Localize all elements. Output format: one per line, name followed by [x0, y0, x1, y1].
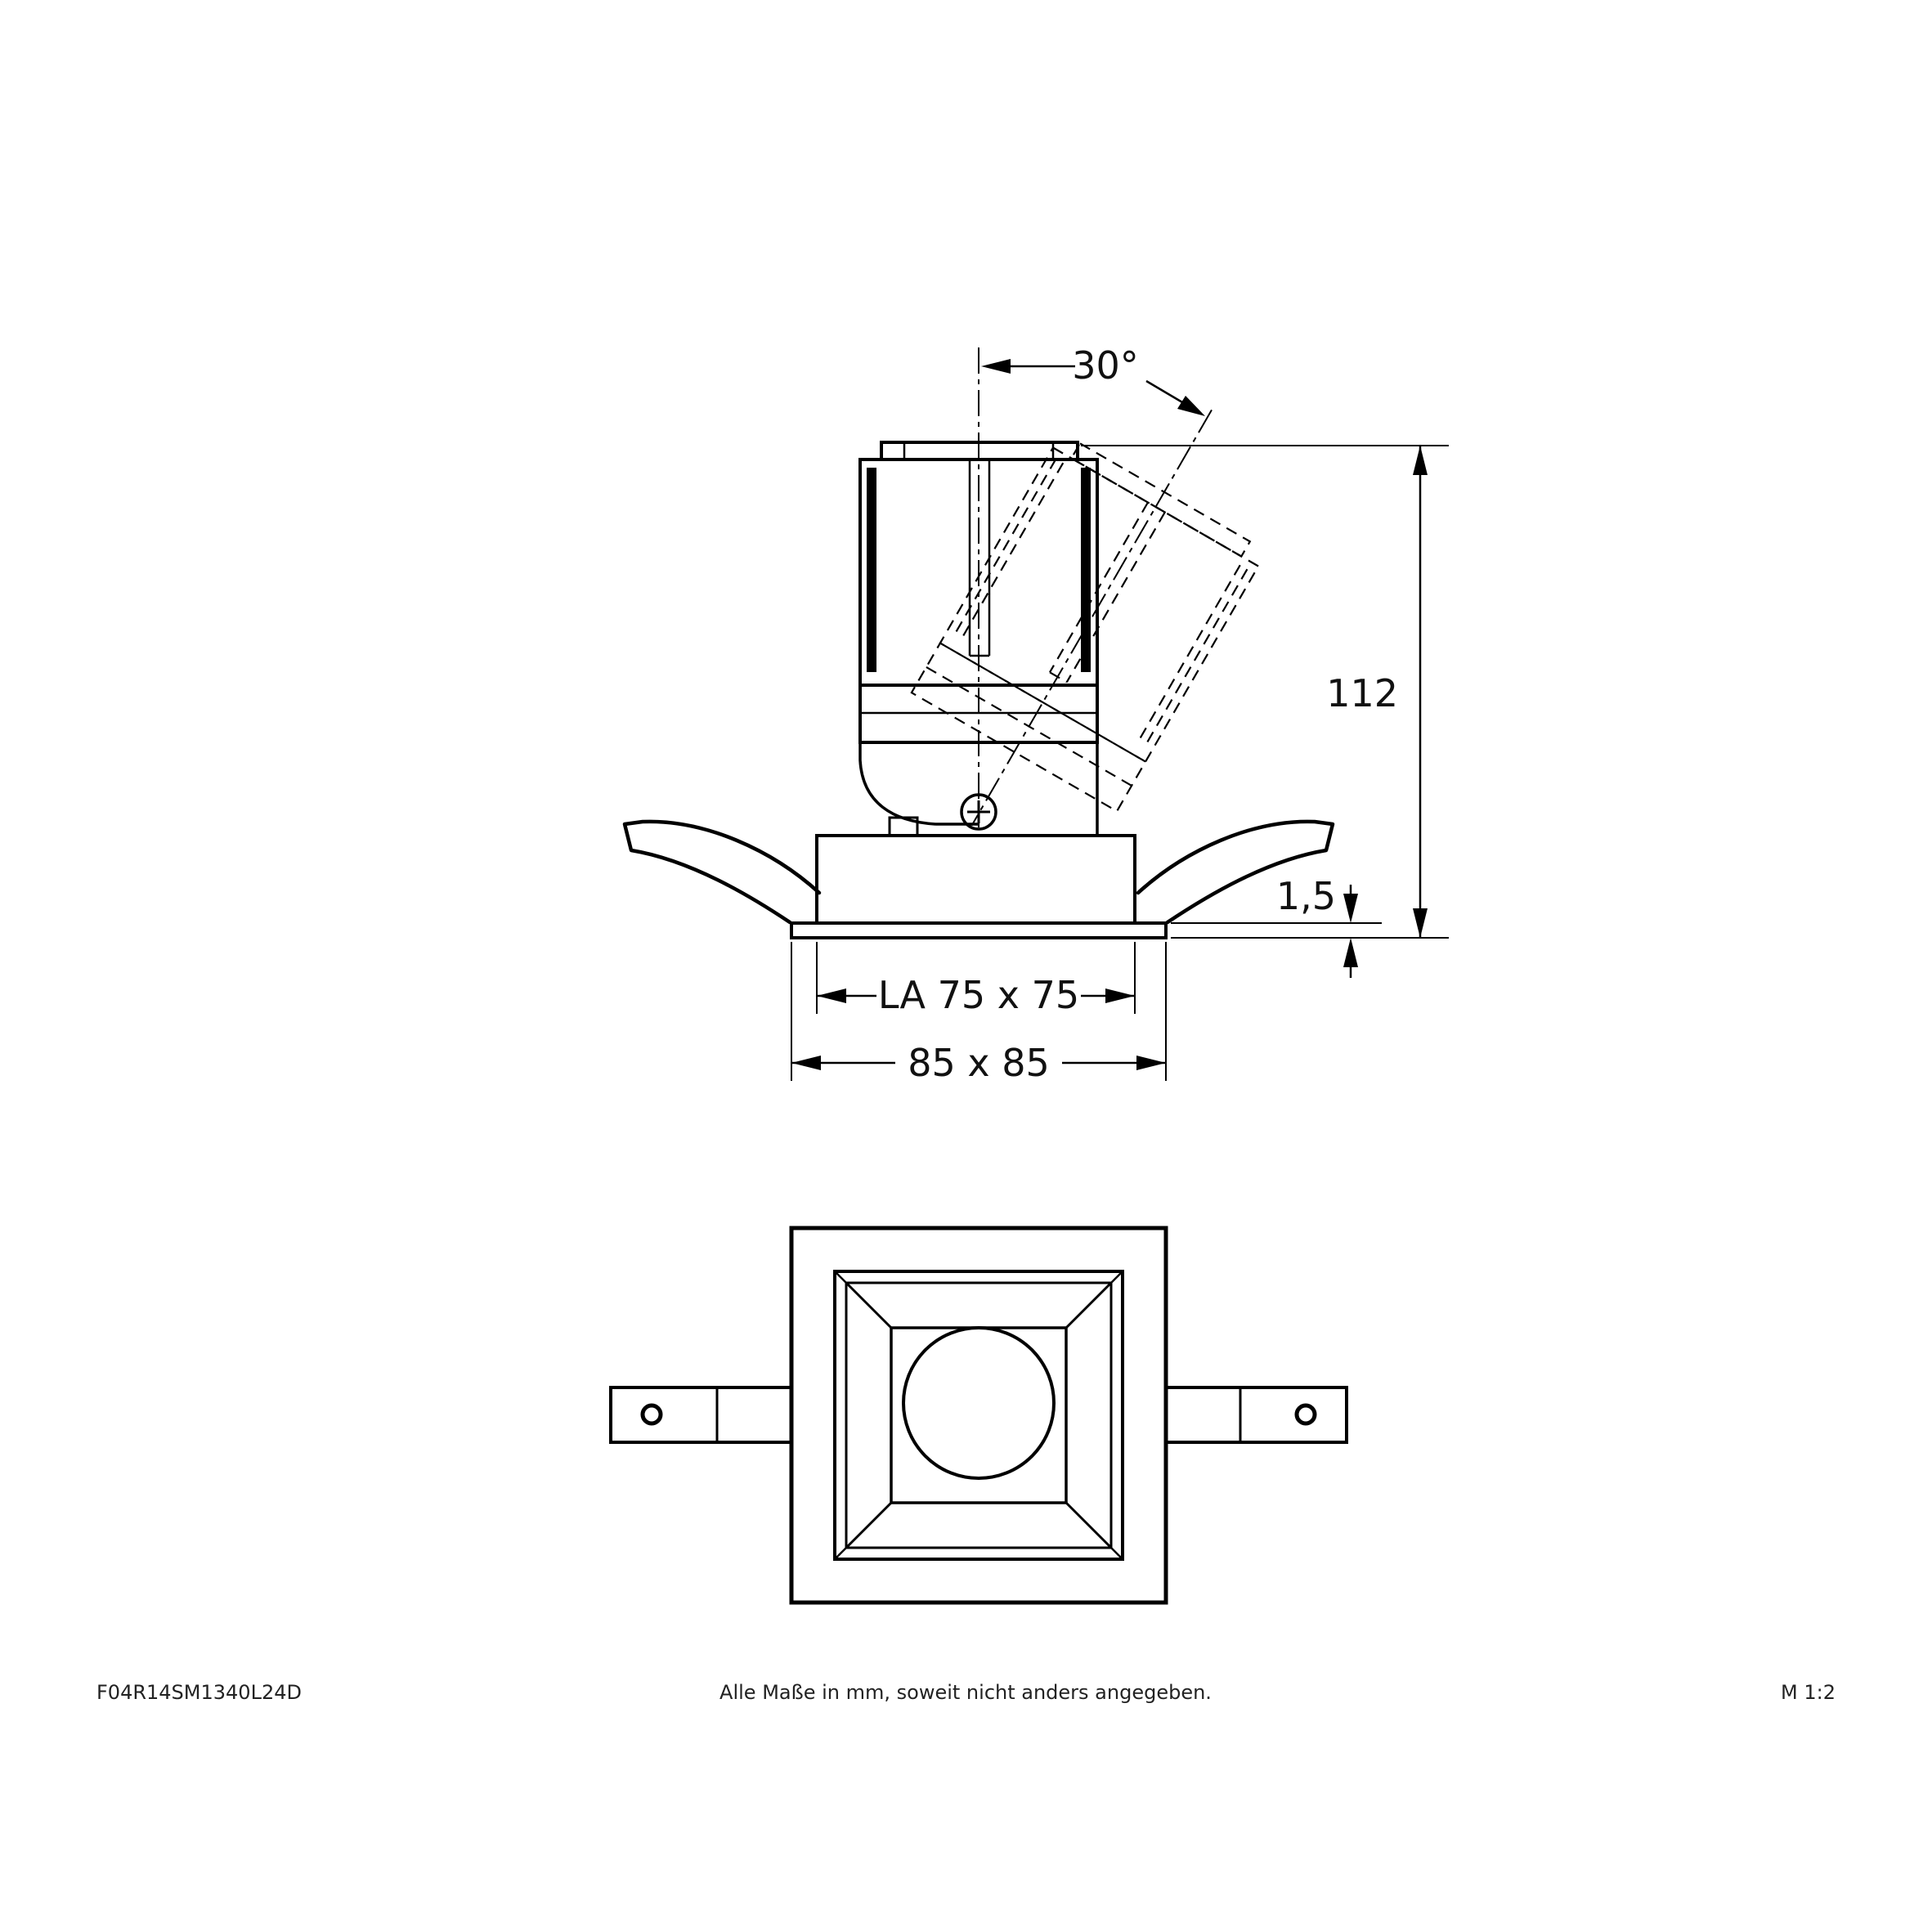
- yoke-left-curve: [858, 742, 979, 826]
- arm-right-body: [1164, 1386, 1348, 1444]
- dimension-tilt-angle: [981, 359, 1205, 416]
- tilt-leader-line: [1145, 379, 1183, 404]
- centerlines: [970, 347, 1213, 827]
- tilt-arrow-left: [981, 359, 1011, 374]
- housing-box: [815, 834, 1136, 925]
- reflector-bottom-square: [890, 1326, 1068, 1504]
- arrow-cutout-left: [817, 988, 846, 1003]
- heatsink-fin-right: [1081, 468, 1091, 672]
- dimension-height-112: [1081, 445, 1449, 939]
- recessed-housing: [790, 834, 1168, 939]
- side-view: [622, 347, 1449, 1081]
- article-number: F04R14SM1340L24D: [96, 1681, 302, 1704]
- flange: [790, 921, 1168, 939]
- front-trim-square: [833, 1270, 1124, 1561]
- arm-left-hole: [640, 1403, 663, 1426]
- height-label: 112: [1326, 671, 1398, 715]
- arrow-15-up: [1343, 938, 1358, 967]
- flange-size-label: 85 x 85: [908, 1041, 1050, 1085]
- pivot-screw: [960, 793, 997, 831]
- mounting-arm-right: [1164, 1386, 1348, 1444]
- reflector-cone-edges: [845, 1281, 1113, 1549]
- dimension-flange-thickness: [1171, 885, 1382, 978]
- arrow-85-left: [791, 1056, 821, 1070]
- front-view: [609, 1226, 1348, 1605]
- lamp-head: [858, 441, 1099, 744]
- mounting-arm-left: [609, 1386, 793, 1444]
- mounting-springs-side: [622, 819, 1335, 925]
- spring-left: [622, 819, 822, 925]
- cutout-size-label: LA 75 x 75: [878, 973, 1079, 1017]
- tilted-ghost-lamp: [910, 442, 1260, 813]
- tilted-centerline: [970, 409, 1213, 827]
- dimension-flange-size: [791, 942, 1167, 1081]
- arrow-15-down: [1343, 894, 1358, 923]
- flange-thickness-label: 1,5: [1276, 874, 1336, 918]
- arrow-85-right: [1136, 1056, 1166, 1070]
- arrow-112-bottom: [1413, 908, 1428, 938]
- tilt-angle-label: 30°: [1072, 343, 1139, 388]
- spring-right: [1136, 819, 1335, 925]
- lens-circle: [902, 1326, 1056, 1480]
- arm-left-body: [609, 1386, 793, 1444]
- scale-label: M 1:2: [1781, 1681, 1836, 1704]
- arm-right-hole: [1294, 1403, 1317, 1426]
- footer-note: Alle Maße in mm, soweit nicht anders ang…: [719, 1681, 1212, 1704]
- front-bezel-inner-square: [845, 1281, 1113, 1549]
- tilt-leader-arrow: [1177, 396, 1205, 416]
- heatsink-fin-left: [867, 468, 876, 672]
- bezel-corner-miters: [834, 1271, 1123, 1560]
- arrow-112-top: [1413, 446, 1428, 475]
- dimension-cutout: [816, 942, 1136, 1014]
- footer: F04R14SM1340L24D Alle Maße in mm, soweit…: [96, 1681, 1836, 1704]
- arrow-cutout-right: [1105, 988, 1135, 1003]
